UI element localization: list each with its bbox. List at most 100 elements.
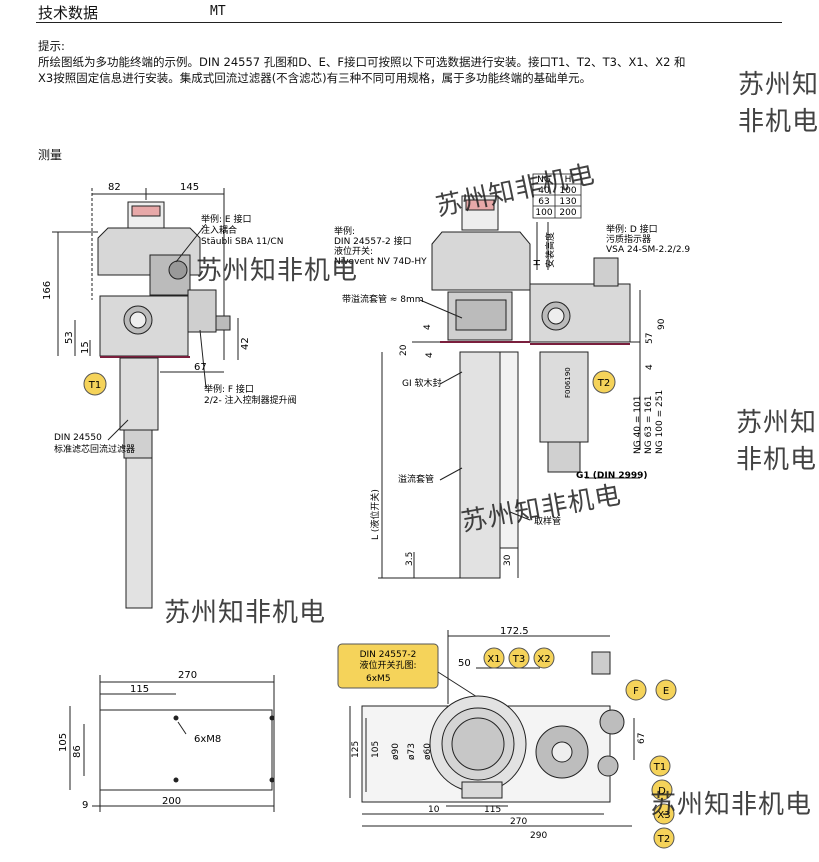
badge-br-t1-label: T1 (653, 762, 666, 773)
badge-front-t1: T1 (83, 372, 107, 396)
badge-br-t1: T1 (649, 755, 671, 777)
badge-d-label: D (658, 786, 666, 797)
br-dim-125: 125 (351, 741, 361, 758)
bl-dim-115: 115 (130, 684, 149, 695)
badge-x3-label: X3 (657, 810, 670, 821)
watermark: 苏州知非机电 (650, 790, 813, 820)
badge-t3: T3 (508, 647, 530, 669)
badge-e: E (655, 679, 677, 701)
ng-table (532, 173, 582, 219)
side-dim-57: 57 (645, 333, 655, 344)
dim-15: 15 (80, 341, 91, 354)
side-view (378, 195, 641, 579)
br-dim-290: 290 (530, 831, 547, 841)
header-rule (36, 22, 782, 23)
bl-holes-label: 6xM8 (194, 734, 221, 745)
badge-side-t2: T2 (592, 370, 616, 394)
dim-53: 53 (64, 331, 75, 344)
br-dim-67: 67 (637, 733, 647, 744)
badge-x2: X2 (533, 647, 555, 669)
badge-t3-label: T3 (512, 654, 525, 665)
table-cell: 130 (559, 197, 576, 207)
bottom-left-plate (69, 675, 275, 812)
front-f-title: 举例: F 接口 (204, 383, 254, 395)
badge-x2-label: X2 (537, 654, 550, 665)
side-ng63: NG 63 = 161 (644, 396, 654, 454)
watermark: 苏州知非机电 (738, 70, 819, 137)
side-sleeve-label: 溢流套管 (398, 473, 434, 485)
watermark: 苏州知非机电 (196, 256, 359, 286)
side-dim-35: 3.5 (405, 552, 415, 566)
br-dim-90: ø90 (391, 743, 401, 760)
side-d-line2: 污质指示器 (606, 233, 651, 245)
side-dim-4b: 4 (425, 352, 435, 358)
badge-br-t2-label: T2 (657, 834, 670, 845)
side-ng40: NG 40 = 101 (633, 396, 643, 454)
side-sample-label: 取样管 (534, 515, 561, 527)
side-dim-4a: 4 (423, 324, 433, 330)
br-dim-73: ø73 (407, 743, 417, 760)
table-cell: 100 (559, 186, 576, 196)
bl-dim-200: 200 (162, 796, 181, 807)
product-code: MT (210, 4, 226, 19)
badge-x3: X3 (653, 803, 675, 825)
side-l-label: L (液位开关) (369, 489, 381, 540)
table-header-ng: NG (537, 175, 551, 185)
table-header-h: H (565, 175, 572, 185)
badge-e-label: E (663, 686, 669, 697)
bl-dim-270: 270 (178, 670, 197, 681)
table-cell: 63 (538, 197, 549, 207)
note-line-2: X3按照固定信息进行安装。集成式回流过滤器(不含滤芯)有三种不同可用规格，属于多… (38, 71, 592, 85)
br-dim-105: 105 (371, 741, 381, 758)
dim-67: 67 (194, 362, 207, 373)
side-din-line3: 液位开关: (334, 245, 373, 257)
bottom-right-top-view (337, 630, 635, 827)
side-din-line2: DIN 24557-2 接口 (334, 235, 412, 247)
front-din-line2: 标准滤芯回流过滤器 (54, 443, 135, 455)
br-dim-60: ø60 (423, 743, 433, 760)
badge-x1: X1 (483, 647, 505, 669)
badge-side-t2-label: T2 (597, 378, 610, 389)
badge-f: F (625, 679, 647, 701)
side-install-height: 安装高度 (544, 232, 556, 268)
section-measure: 测量 (38, 148, 63, 162)
front-din-title: DIN 24550 (54, 433, 102, 443)
front-view (52, 188, 239, 609)
side-din-line4: Nivovent NV 74D-HY (334, 257, 427, 267)
watermark: 苏州知非机电 (164, 598, 327, 628)
side-dim-30: 30 (503, 554, 513, 566)
front-e-line2: 注入耦合 (201, 224, 237, 236)
badge-d: D (651, 779, 673, 801)
front-e-line3: Stäubli SBA 11/CN (201, 237, 283, 247)
side-overflow-label: 带溢流套管 ≈ 8mm (342, 293, 424, 305)
callout-line-3: 6xM5 (366, 674, 391, 684)
callout-line-1: DIN 24557-2 (360, 650, 417, 660)
table-cell: 200 (559, 208, 576, 218)
side-ng100: NG 100 = 251 (655, 390, 665, 454)
note-block: 提示: 所绘图纸为多功能终端的示例。DIN 24557 孔图和D、E、F接口可按… (38, 38, 778, 86)
front-e-title: 举例: E 接口 (201, 213, 251, 225)
note-line-1: 所绘图纸为多功能终端的示例。DIN 24557 孔图和D、E、F接口可按照以下可… (38, 55, 686, 69)
side-dim-90: 90 (657, 318, 667, 330)
bl-dim-9: 9 (82, 800, 88, 811)
br-dim-10: 10 (428, 805, 440, 815)
br-dim-115: 115 (484, 805, 501, 815)
badge-f-label: F (633, 686, 639, 697)
bl-dim-86: 86 (72, 745, 83, 758)
badge-front-t1-label: T1 (88, 380, 101, 391)
table-cell: 40 (538, 186, 550, 196)
side-d-line3: VSA 24-SM-2.2/2.9 (606, 245, 690, 255)
dim-42: 42 (240, 337, 251, 350)
dim-145: 145 (180, 182, 199, 193)
side-g1-label: G1 (DIN 2999) (576, 471, 648, 481)
page-title: 技术数据 (38, 4, 99, 22)
br-dim-270: 270 (510, 817, 527, 827)
side-din-title: 举例: (334, 225, 355, 237)
front-f-line2: 2/2- 注入控制器提升阀 (204, 394, 297, 406)
side-dim-20: 20 (399, 344, 409, 356)
side-gi-label: GI 软木封 (402, 377, 442, 389)
table-cell: 100 (535, 208, 552, 218)
dim-166: 166 (42, 281, 53, 300)
br-dim-1725: 172.5 (500, 626, 529, 637)
